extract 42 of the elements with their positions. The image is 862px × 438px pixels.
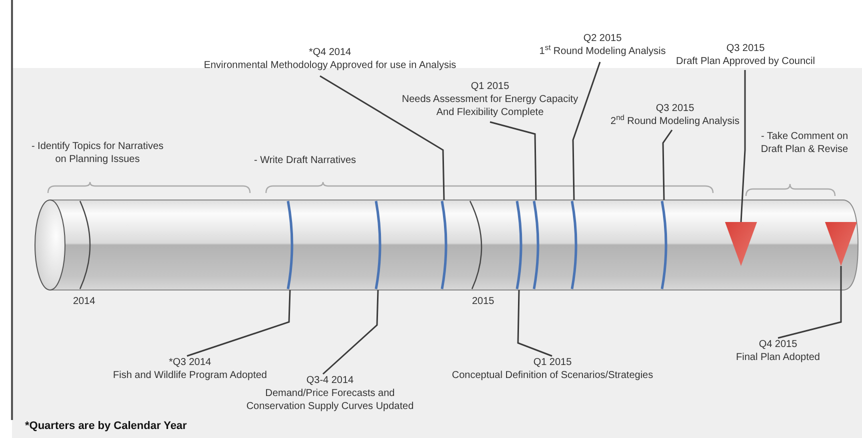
milestone-date: Q3-4 2014	[306, 374, 354, 387]
milestone-date: Q2 2015	[583, 32, 622, 45]
leader-line	[517, 290, 552, 357]
milestone-text: Needs Assessment for Energy Capacity And Flexibility Complete	[400, 93, 580, 119]
milestone-text: 2$^{nd}$ Round Modeling Analysis	[610, 115, 740, 128]
leader-line	[322, 290, 379, 375]
leader-line	[490, 121, 537, 200]
milestone-date: *Q4 2014	[308, 46, 352, 59]
milestone-text: Conceptual Definition of Scenarios/Strategies	[452, 369, 654, 382]
phase-label: - Write Draft Narratives	[252, 154, 358, 167]
milestone-text: Final Plan Adopted	[736, 351, 820, 364]
milestone-date: *Q3 2014	[168, 356, 212, 369]
milestone-date: Q3 2015	[656, 102, 694, 115]
milestone-text: Draft Plan Approved by Council	[676, 55, 815, 68]
milestone-date: Q3 2015	[726, 42, 765, 55]
milestone-triangle	[725, 222, 757, 266]
milestone-text: 1$^{st}$ Round Modeling Analysis	[539, 45, 666, 58]
milestone-text: Environmental Methodology Approved for use in Analysis	[204, 59, 456, 72]
leader-line	[740, 70, 746, 222]
leader-line	[572, 62, 601, 200]
year-label: 2015	[472, 295, 494, 309]
milestone-text: Demand/Price Forecasts and Conservation Supply Curves Updated	[245, 387, 415, 413]
leader-line	[778, 266, 842, 339]
phase-label: - Identify Topics for Narratives on Planning Issues	[30, 140, 165, 166]
milestone-text: Fish and Wildlife Program Adopted	[113, 369, 267, 382]
footnote: *Quarters are by Calendar Year	[25, 419, 187, 434]
milestone-date: Q4 2015	[758, 338, 798, 351]
milestone-ring	[659, 200, 669, 290]
milestone-ring	[373, 200, 383, 290]
milestone-date: Q1 2015	[470, 80, 510, 93]
phase-label: - Take Comment on Draft Plan & Revise	[760, 130, 850, 156]
year-label: 2014	[73, 295, 96, 309]
milestone-ring	[439, 200, 449, 290]
milestone-ring	[285, 200, 295, 290]
milestone-ring	[514, 200, 524, 290]
milestone-triangle	[825, 222, 857, 266]
milestone-ring	[569, 200, 579, 290]
leader-line	[320, 75, 445, 200]
leader-line	[662, 130, 673, 200]
leader-line	[186, 290, 291, 357]
milestone-ring	[531, 200, 541, 290]
milestone-date: Q1 2015	[533, 356, 572, 369]
